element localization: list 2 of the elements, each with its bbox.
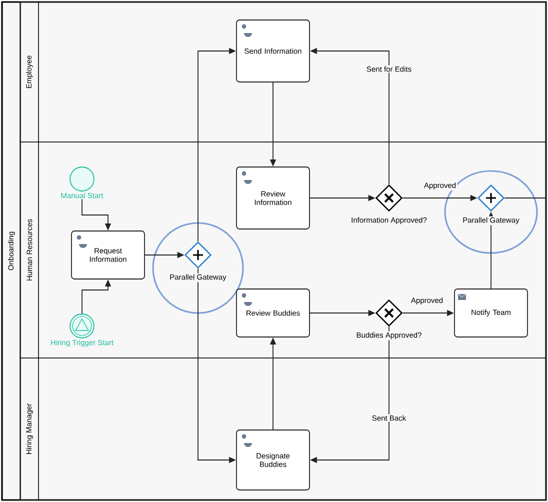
start-event [70, 166, 94, 192]
start-event [70, 314, 94, 338]
